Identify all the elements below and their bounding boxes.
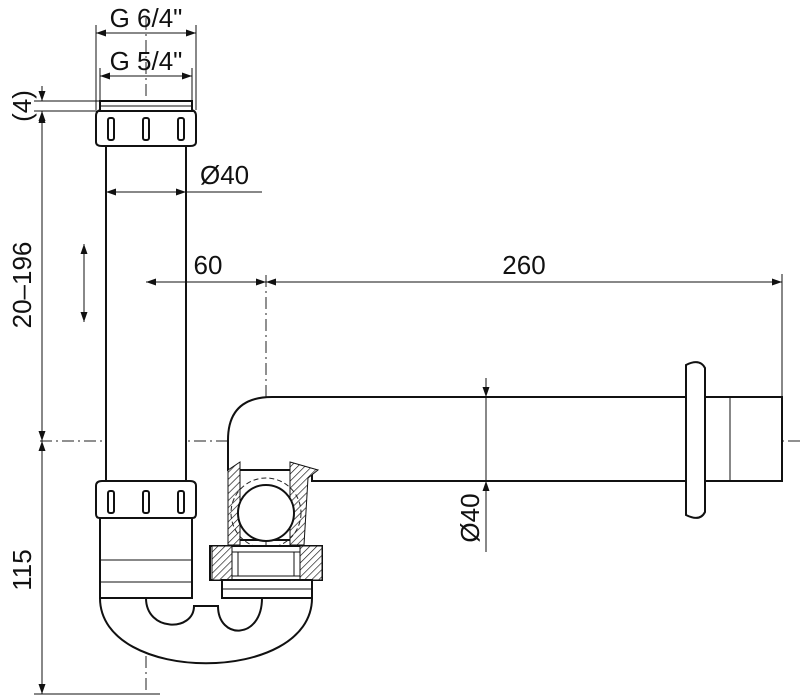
label-pipe-diameter-horizontal: Ø40 [455, 493, 485, 542]
u-bend [98, 597, 314, 665]
label-height-lower: 115 [7, 549, 37, 590]
label-height-range: 20–196 [7, 242, 37, 329]
label-thread-outer: G 6/4" [110, 3, 183, 33]
trap-ball [237, 484, 295, 542]
trap-body [209, 461, 323, 599]
horizontal-pipe [227, 361, 783, 519]
dimension-lines [34, 25, 783, 695]
lower-body [99, 515, 193, 599]
dimension-labels: G 6/4" G 5/4" (4) 20–196 115 Ø40 60 260 … [7, 3, 546, 591]
wall-rosette [685, 361, 706, 519]
label-gap: (4) [7, 90, 37, 122]
label-length: 260 [502, 250, 545, 280]
left-vertical-pipe [95, 100, 197, 599]
label-pipe-diameter-vertical: Ø40 [200, 160, 249, 190]
label-thread-inner: G 5/4" [110, 46, 183, 76]
label-offset: 60 [194, 250, 223, 280]
